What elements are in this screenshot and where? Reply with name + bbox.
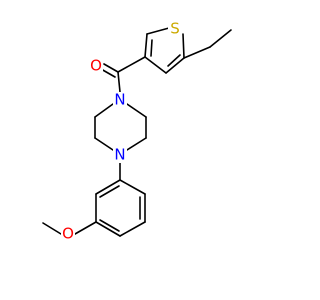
bond-thiophene-c4-c3: [144, 56, 167, 74]
bond-thiophene-c2-s: [146, 27, 170, 35]
oxygen-carbonyl-label: O: [90, 57, 102, 75]
bond-thiophene-s-c5: [182, 33, 185, 59]
bond-thiophene-c3-c2: [144, 33, 148, 58]
bond-pip-n4-c5: [94, 137, 114, 151]
bond-carbonyl-nitrogen: [117, 71, 121, 93]
bond-thiophene-c2-c3-inner: [150, 39, 153, 57]
bond-thiophene-c4-c5-inner: [167, 54, 181, 67]
bond-carbonyl-thiophene: [117, 56, 146, 73]
bond-phenyl-6-1: [95, 179, 121, 195]
nitrogen-bottom-label: N: [114, 146, 125, 164]
methoxy-oxygen-atom: O: [61, 225, 75, 243]
bonds: [42, 27, 232, 237]
bond-pip-n1-c2: [126, 103, 147, 118]
carbonyl-oxygen-atom: O: [89, 57, 103, 75]
bond-pip-c6-n1: [94, 103, 114, 118]
nitrogen-top-label: N: [114, 91, 125, 109]
bond-phenyl-inner-c: [99, 185, 120, 198]
atom-labels: O S N N O: [61, 20, 182, 243]
bond-phenyl-methoxy-o: [74, 221, 97, 235]
bond-phenyl-inner-b: [99, 219, 120, 232]
bond-carbonyl-double-b: [100, 68, 116, 78]
sulfur-label: S: [170, 20, 180, 38]
bond-ethyl-ch3: [209, 29, 232, 48]
bond-phenyl-1-2: [119, 179, 146, 195]
bond-pip-c3-n4: [126, 137, 147, 151]
bond-thiophene-c5-c4: [165, 57, 185, 74]
structure-diagram: O S N N O: [42, 20, 232, 243]
bond-phenyl-3-4: [119, 221, 146, 237]
bond-carbonyl-double-a: [103, 63, 119, 73]
bond-phenyl-4-5: [95, 221, 121, 237]
bond-methoxy-o-ch3: [42, 222, 62, 235]
molecule-canvas: O S N N O: [42, 19, 232, 243]
nitrogen-top-atom: N: [113, 91, 127, 109]
sulfur-atom: S: [168, 20, 182, 38]
oxygen-methoxy-label: O: [62, 225, 74, 243]
nitrogen-bottom-atom: N: [113, 146, 127, 164]
bond-ethyl-ch2: [183, 46, 211, 59]
